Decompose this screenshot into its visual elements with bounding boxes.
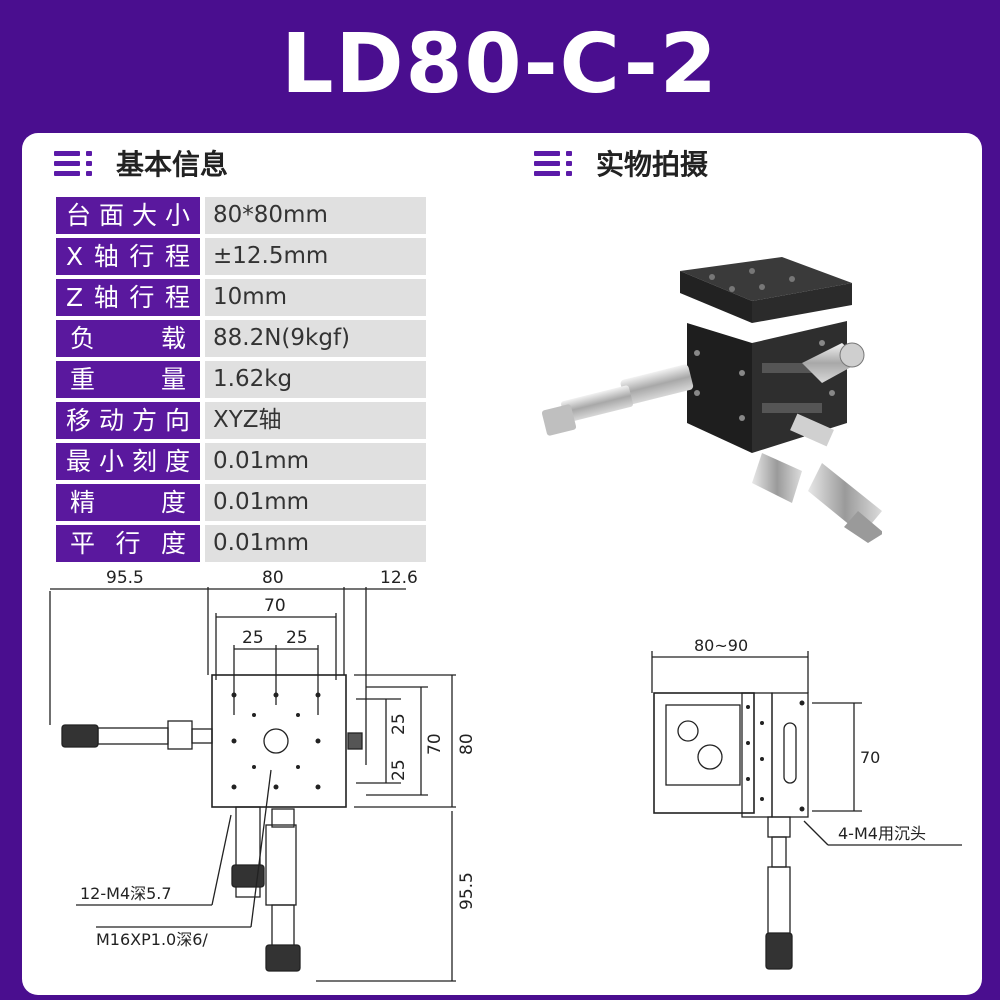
spec-key: 重量 — [56, 361, 200, 398]
dim-width: 80 — [262, 568, 284, 588]
spec-value: XYZ轴 — [205, 402, 426, 439]
dim-pitch-a: 25 — [242, 628, 264, 648]
dim-v70: 70 — [425, 733, 445, 755]
product-title: LD80-C-2 — [281, 17, 719, 112]
side-note-holes: 4-M4用沉头 — [838, 824, 926, 843]
note-thread: M16XP1.0深6/ — [96, 930, 208, 949]
product-photo — [541, 257, 882, 543]
spec-key: 最小刻度 — [56, 443, 200, 480]
dim-pitch-b: 25 — [286, 628, 308, 648]
spec-key: 平行度 — [56, 525, 200, 562]
spec-value: ±12.5mm — [205, 238, 426, 275]
list-icon — [534, 149, 582, 177]
spec-key: X轴行程 — [56, 238, 200, 275]
dim-v25b: 25 — [389, 759, 409, 781]
spec-value: 1.62kg — [205, 361, 426, 398]
spec-row: X轴行程±12.5mm — [56, 238, 426, 275]
dim-right: 12.6 — [380, 568, 418, 588]
spec-value: 10mm — [205, 279, 426, 316]
dim-holes: 70 — [264, 596, 286, 616]
list-icon — [54, 149, 102, 177]
spec-key: 负载 — [56, 320, 200, 357]
side-dim-width: 80~90 — [694, 636, 748, 655]
section-basic-info: 基本信息 — [54, 143, 228, 183]
side-view-drawing: 80~90 70 4-M4用沉头 — [651, 636, 962, 970]
spec-key: Z轴行程 — [56, 279, 200, 316]
side-dim-height: 70 — [860, 748, 880, 767]
dim-left: 95.5 — [106, 568, 144, 588]
spec-value: 88.2N(9kgf) — [205, 320, 426, 357]
dim-bottom: 95.5 — [457, 872, 477, 910]
section-basic-label: 基本信息 — [116, 148, 229, 181]
dim-v25a: 25 — [389, 713, 409, 735]
spec-key: 移动方向 — [56, 402, 200, 439]
spec-value: 0.01mm — [205, 443, 426, 480]
top-view-drawing: 95.5 80 12.6 70 25 25 25 25 70 80 95.5 1… — [49, 568, 477, 982]
section-photo: 实物拍摄 — [534, 143, 708, 183]
spec-value: 80*80mm — [205, 197, 426, 234]
spec-key: 精度 — [56, 484, 200, 521]
dim-v80: 80 — [457, 733, 477, 755]
note-holes: 12-M4深5.7 — [80, 884, 172, 903]
spec-value: 0.01mm — [205, 484, 426, 521]
section-photo-label: 实物拍摄 — [596, 148, 709, 181]
spec-key: 台面大小 — [56, 197, 200, 234]
spec-value: 0.01mm — [205, 525, 426, 562]
